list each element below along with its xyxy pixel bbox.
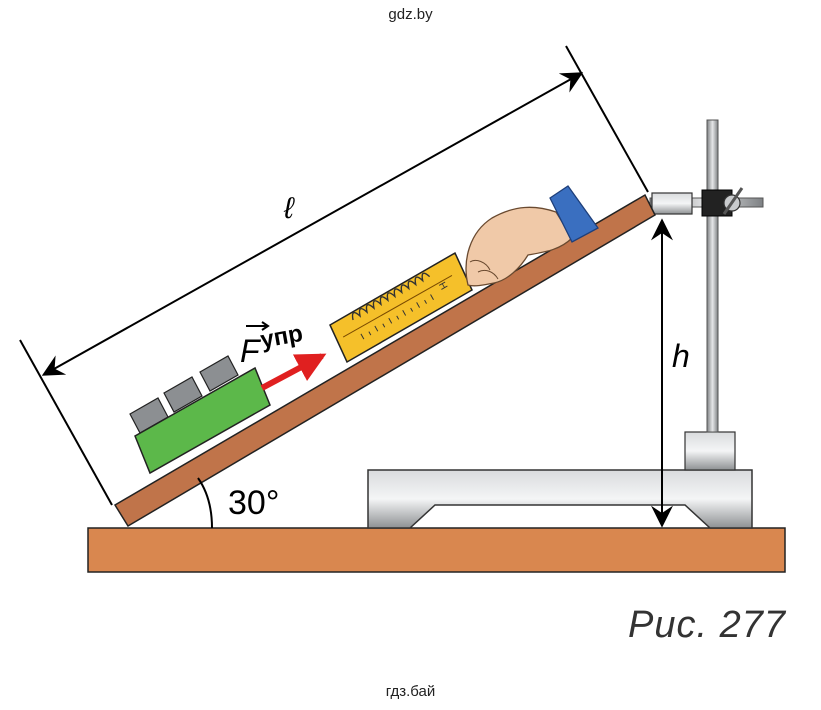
force-symbol: F <box>240 333 262 369</box>
stand-base <box>367 431 753 529</box>
table-surface <box>87 527 786 573</box>
dynamometer-mark: Н <box>436 280 449 292</box>
block <box>134 366 271 475</box>
hand-icon <box>465 185 599 287</box>
clamp-screw-icon <box>722 187 744 215</box>
clamp-jaw <box>651 192 693 215</box>
wooden-block-with-weights <box>129 355 271 475</box>
dynamometer: Н <box>329 251 473 364</box>
stand-rod <box>706 119 719 433</box>
length-dimension <box>19 45 649 506</box>
force-label: F упр <box>240 320 305 369</box>
watermark-top: gdz.by <box>388 6 433 23</box>
height-label: h <box>672 338 690 374</box>
angle-label: 30° <box>228 484 279 522</box>
weight <box>199 355 239 392</box>
force-arrow <box>260 353 327 391</box>
figure-caption: Рис. 277 <box>628 604 786 646</box>
length-label: ℓ <box>283 192 295 225</box>
sleeve <box>549 185 599 243</box>
weight <box>163 376 203 413</box>
angle-arc <box>197 477 213 529</box>
watermark-bottom: гдз.бай <box>385 683 436 700</box>
